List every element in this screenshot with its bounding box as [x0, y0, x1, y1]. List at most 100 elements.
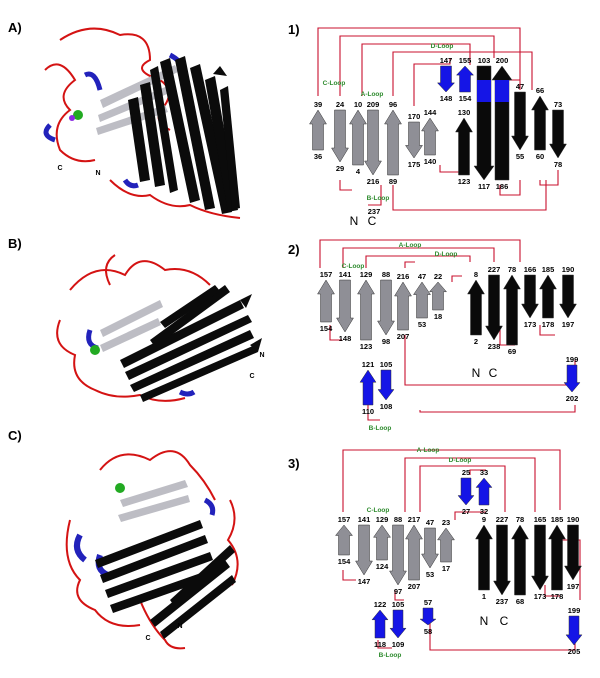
- topology-2-strand-12-bottom-residue: 197: [562, 320, 575, 329]
- topology-3-strand-2-bottom-residue: 124: [376, 562, 389, 571]
- topology-3-blue-strand-3-bottom-residue: 109: [392, 640, 405, 649]
- topology-1-strand-1: [331, 109, 349, 163]
- topology-2-strand-3-bottom-residue: 98: [382, 337, 390, 346]
- topology-2-strand-5: [413, 281, 431, 319]
- topology-3-strand-5-top-residue: 47: [426, 518, 434, 527]
- topology-2-strand-10-top-residue: 166: [524, 265, 537, 274]
- topology-1-blue-segment-10: [477, 80, 491, 102]
- topology-3-strand-3-bottom-residue: 97: [394, 587, 402, 596]
- structure-c-n-terminus: N: [177, 623, 182, 630]
- topology-1-c-loop: C-Loop: [323, 80, 346, 87]
- topology-1-strand-2-top-residue: 10: [354, 100, 362, 109]
- topology-2-strand-3: [377, 279, 395, 336]
- topology-1-strand-3-top-residue: 209: [367, 100, 380, 109]
- topology-3-strand-7: [475, 524, 493, 591]
- topology-2-blue-strand-0-top-residue: 121: [362, 360, 375, 369]
- topology-3-strand-8: [493, 524, 511, 596]
- panel-a-label: A): [8, 20, 22, 35]
- topology-3-blue-strand-3-top-residue: 105: [392, 600, 405, 609]
- topology-2-strand-9: [503, 274, 521, 346]
- topology-1-strand-0-top-residue: 39: [314, 100, 322, 109]
- topology-2-blue-strand-1-top-residue: 105: [380, 360, 393, 369]
- topology-2-strand-4-top-residue: 216: [397, 272, 410, 281]
- structure-a-n-terminus: N: [95, 170, 100, 177]
- topology-3-label: 3): [288, 456, 300, 471]
- topology-3-blue-strand-4: [419, 607, 437, 626]
- topology-1-strand-6: [421, 117, 439, 156]
- topology-1-strand-14-top-residue: 73: [554, 100, 562, 109]
- structure-c-c-terminus: C: [145, 635, 150, 642]
- topology-2-strand-7: [467, 279, 485, 336]
- topology-1-strand-0: [309, 109, 327, 151]
- topology-3-strand-2-top-residue: 129: [376, 515, 389, 524]
- topology-2-strand-8-bottom-residue: 238: [488, 342, 501, 351]
- topology-2-strand-4: [394, 281, 412, 331]
- topology-2-blue-strand-2-bottom-residue: 202: [566, 394, 579, 403]
- topology-2-strand-6-top-residue: 22: [434, 272, 442, 281]
- topology-3-strand-8-top-residue: 227: [496, 515, 509, 524]
- topology-3-strand-3: [389, 524, 407, 586]
- topology-2-strand-12-top-residue: 190: [562, 265, 575, 274]
- panel-c-label: C): [8, 428, 22, 443]
- topology-2-strand-6: [428, 281, 448, 311]
- topology-2-strand-0-bottom-residue: 154: [320, 324, 333, 333]
- topology-1-strand-2-bottom-residue: 4: [356, 167, 361, 176]
- topology-2-blue-strand-2: [563, 364, 581, 393]
- topology-3-blue-strand-4-top-residue: 57: [424, 598, 432, 607]
- topology-3-blue-strand-3: [389, 609, 407, 639]
- structure-b-c-terminus: C: [249, 373, 254, 380]
- topology-1-strand-14: [549, 109, 567, 159]
- topology-1-strand-6-bottom-residue: 140: [424, 157, 437, 166]
- topology-3-strand-5-bottom-residue: 53: [426, 570, 434, 579]
- topology-2-strand-2-top-residue: 129: [360, 270, 373, 279]
- topology-3-strand-4: [405, 524, 423, 581]
- topology-3-strand-0-bottom-residue: 154: [338, 557, 351, 566]
- topology-3-blue-strand-1: [475, 477, 493, 506]
- topology-3-strand-8-bottom-residue: 237: [496, 597, 509, 606]
- topology-3-a-loop: A-Loop: [417, 447, 440, 454]
- topology-3-blue-strand-4-bottom-residue: 58: [424, 627, 432, 636]
- topology-3-strand-12-top-residue: 190: [567, 515, 580, 524]
- topology-3-blue-strand-5-top-residue: 199: [568, 606, 581, 615]
- topology-3-strand-0-top-residue: 157: [338, 515, 351, 524]
- topology-2-strand-11-bottom-residue: 178: [542, 320, 555, 329]
- topology-1-strand-0-bottom-residue: 36: [314, 152, 322, 161]
- topology-1-n-terminus: N: [350, 214, 359, 228]
- topology-3-c-terminus: C: [500, 614, 509, 628]
- protein-structure-c: [65, 450, 239, 650]
- topology-3-strand-9-bottom-residue: 68: [516, 597, 524, 606]
- topology-3-strand-9-top-residue: 78: [516, 515, 524, 524]
- topology-3-strand-5: [421, 527, 439, 569]
- topology-3-blue-strand-2-bottom-residue: 118: [374, 640, 386, 649]
- topology-2-strand-1: [336, 279, 354, 333]
- topology-2-strand-5-bottom-residue: 53: [418, 320, 426, 329]
- topology-3-strands: 1571541411471291248897217207475323179122…: [334, 515, 582, 606]
- topology-2-a-loop: A-Loop: [399, 242, 422, 249]
- topology-3-strand-12: [564, 524, 582, 581]
- topology-2-strand-7-top-residue: 8: [474, 270, 478, 279]
- topology-2-blue-strand-1-bottom-residue: 108: [380, 402, 393, 411]
- topology-1-strand-9: [455, 117, 473, 176]
- topology-3-strand-0: [334, 524, 354, 556]
- topology-3-strand-10: [531, 524, 549, 591]
- topology-2-strand-9-bottom-residue: 69: [508, 347, 516, 356]
- topology-1-strand-7-bottom-residue: 148: [440, 94, 453, 103]
- topology-2-strand-4-bottom-residue: 207: [397, 332, 410, 341]
- topology-2-strand-2: [357, 279, 375, 341]
- topology-2-d-loop: D-Loop: [435, 251, 458, 258]
- topology-2-strand-12: [559, 274, 577, 319]
- topology-3-strand-11-bottom-residue: 178: [551, 592, 564, 601]
- topology-3-strand-11: [548, 524, 566, 591]
- topology-1-label: 1): [288, 22, 300, 37]
- topology-1-strand-10-bottom-residue: 117: [478, 182, 490, 191]
- topology-1-strand-8: [455, 65, 475, 93]
- topology-1-strands: 3936242910420921696891701751441401471481…: [309, 56, 567, 191]
- topology-1-d-loop: D-Loop: [431, 43, 454, 50]
- topology-3-blue-strand-5: [565, 615, 583, 646]
- topology-3-strand-2: [373, 524, 391, 561]
- topology-1-strand-4-top-residue: 96: [389, 100, 397, 109]
- topology-2-c-loop: C-Loop: [342, 263, 365, 270]
- topology-3-strand-4-bottom-residue: 207: [408, 582, 421, 591]
